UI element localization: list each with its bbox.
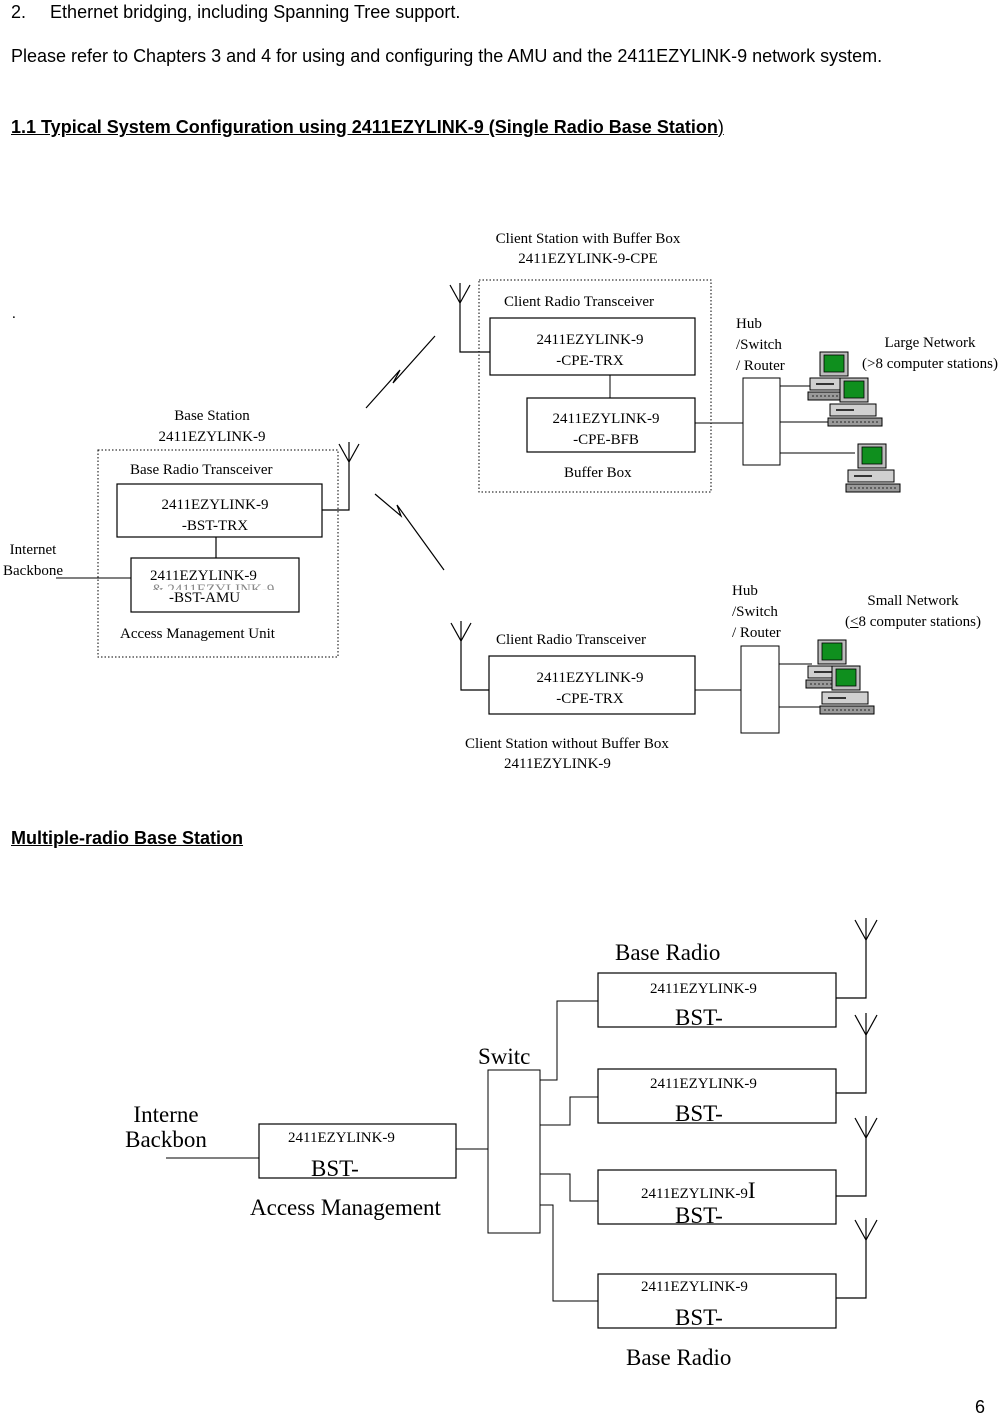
client-no-buffer-line1: Client Station without Buffer Box [465, 736, 669, 752]
buffer-box-label: Buffer Box [564, 465, 632, 481]
radio-3-model-wrap: 2411EZYLINK-9I [641, 1178, 756, 1204]
large-network-line1: Large Network [884, 335, 976, 351]
radio-box-3 [597, 1169, 837, 1225]
internet-backbone-label: Internet Backbone [3, 540, 63, 582]
list-item-text: Ethernet bridging, including Spanning Tr… [50, 2, 461, 22]
cpe-trx-2-model: 2411EZYLINK-9 [536, 670, 644, 686]
client-buffer-station-outline [478, 279, 712, 493]
internet-line1: Internet [9, 542, 57, 558]
base-radio-transceiver-label: Base Radio Transceiver [130, 462, 273, 478]
large-network-line2: (>8 computer stations) [862, 356, 998, 372]
radio-4-bst: BST- [675, 1305, 723, 1330]
bst-trx-model: 2411EZYLINK-9 [161, 497, 269, 513]
client-buffer-title-line1: Client Station with Buffer Box [495, 231, 681, 247]
hub2-line1: Hub [732, 583, 758, 599]
section-heading-close: ) [717, 117, 724, 137]
cpe-bfb-box [526, 397, 696, 453]
radio-link-1 [365, 335, 436, 409]
radio-link-2 [374, 493, 445, 571]
multi-diagram-graphics [166, 917, 878, 1329]
radio-1-model: 2411EZYLINK-9 [650, 981, 757, 997]
list-item-number: 2. [11, 2, 27, 22]
cpe-trx-2-box [488, 655, 696, 715]
multi-radio-diagram: Base Radio Switc Interne Backbon 2411EZY… [0, 880, 1007, 1390]
radio-4-model: 2411EZYLINK-9 [641, 1279, 748, 1295]
radio-3-bst: BST- [675, 1203, 723, 1228]
cpe-bfb-type: -CPE-BFB [573, 432, 639, 448]
single-radio-diagram: . Client Station with Buffer Box 2411EZY… [3, 229, 998, 774]
base-radio-top-label: Base Radio [615, 940, 721, 965]
base-radio-bottom-label: Base Radio [626, 1345, 732, 1370]
client-buffer-title: Client Station with Buffer Box 2411EZYLI… [496, 229, 681, 269]
radio-box-4 [597, 1273, 837, 1329]
hub1-box [742, 377, 781, 466]
small-network-line2: (<8 computer stations) [845, 612, 981, 633]
amu-model: 2411EZYLINK-9 [288, 1130, 395, 1146]
hub1-line2: /Switch [736, 337, 782, 353]
radio-2-bst: BST- [675, 1101, 723, 1126]
client-radio-transceiver-label-2: Client Radio Transceiver [496, 632, 646, 648]
hub1-line3: / Router [736, 358, 785, 374]
client-buffer-title-line2: 2411EZYLINK-9-CPE [518, 251, 658, 267]
cpe-bfb-model: 2411EZYLINK-9 [552, 411, 660, 427]
stray-dot: . [12, 306, 16, 322]
bst-trx-label: 2411EZYLINK-9 -BST-TRX [162, 495, 269, 537]
diagram-graphics [56, 279, 901, 734]
hub2-line2: /Switch [732, 604, 778, 620]
cpe-trx-1-type: -CPE-TRX [556, 353, 624, 369]
radio-box-2 [597, 1068, 837, 1124]
hub2-box [740, 645, 780, 734]
radio-1-bst: BST- [675, 1005, 723, 1030]
access-management-unit-label: Access Management Unit [120, 626, 275, 642]
small-network-lte: < [850, 614, 859, 630]
small-network-label: Small Network (<8 computer stations) [845, 591, 981, 633]
cpe-trx-1-model: 2411EZYLINK-9 [536, 332, 644, 348]
client-radio-transceiver-label-1: Client Radio Transceiver [504, 294, 654, 310]
bst-amu-model: 2411EZYLINK-9 [150, 568, 257, 584]
hub2-line3: / Router [732, 625, 781, 641]
section-heading-text: 1.1 Typical System Configuration using 2… [11, 117, 718, 137]
access-management-label: Access Management [250, 1195, 441, 1220]
cpe-trx-2-label: 2411EZYLINK-9 -CPE-TRX [537, 668, 644, 710]
base-station-title: Base Station 2411EZYLINK-9 [159, 406, 266, 448]
bst-amu-type: -BST-AMU [169, 590, 241, 606]
internet-backbone-label-2: Interne Backbon [125, 1102, 207, 1152]
cpe-bfb-label: 2411EZYLINK-9 -CPE-BFB [553, 409, 660, 451]
small-network-prefix: ( [845, 614, 851, 630]
internet2-line1: Interne [133, 1102, 199, 1127]
internet-line2: Backbone [3, 563, 63, 579]
bst-amu-ghost-text: & 2411EZYLINK-9 [152, 582, 275, 590]
base-station-title-line2: 2411EZYLINK-9 [158, 429, 266, 445]
large-network-label: Large Network (>8 computer stations) [862, 333, 998, 375]
client-no-buffer-title: Client Station without Buffer Box 2411EZ… [465, 734, 669, 774]
radio-2-model: 2411EZYLINK-9 [650, 1076, 757, 1092]
list-item: 2. Ethernet bridging, including Spanning… [11, 1, 460, 23]
page-number: 6 [975, 1397, 986, 1417]
hub-switch-router-1: Hub /Switch / Router [736, 314, 785, 377]
hub-switch-router-2: Hub /Switch / Router [732, 581, 781, 644]
small-network-suffix: 8 computer stations) [858, 614, 981, 630]
multi-radio-heading: Multiple-radio Base Station [11, 828, 244, 848]
radio-3-suffix: I [747, 1178, 756, 1203]
base-station-outline [97, 449, 339, 658]
switch-box [487, 1069, 541, 1234]
cpe-trx-1-box [489, 317, 696, 376]
cpe-trx-2-type: -CPE-TRX [556, 691, 624, 707]
switch-label: Switc [478, 1044, 531, 1069]
radio-3-model: 2411EZYLINK-9 [641, 1186, 748, 1202]
bst-trx-type: -BST-TRX [181, 518, 249, 534]
amu-bst: BST- [311, 1156, 359, 1181]
refer-paragraph: Please refer to Chapters 3 and 4 for usi… [11, 46, 883, 66]
radio-box-1 [597, 972, 837, 1028]
internet2-line2: Backbon [125, 1127, 207, 1152]
amu-box [258, 1123, 457, 1179]
section-heading: 1.1 Typical System Configuration using 2… [11, 117, 724, 138]
bst-amu-box [130, 557, 300, 613]
cpe-trx-1-label: 2411EZYLINK-9 -CPE-TRX [537, 330, 644, 372]
small-network-line1: Small Network [867, 593, 959, 609]
base-station-title-line1: Base Station [174, 408, 250, 424]
client-no-buffer-line2: 2411EZYLINK-9 [504, 756, 611, 772]
hub1-line1: Hub [736, 316, 762, 332]
